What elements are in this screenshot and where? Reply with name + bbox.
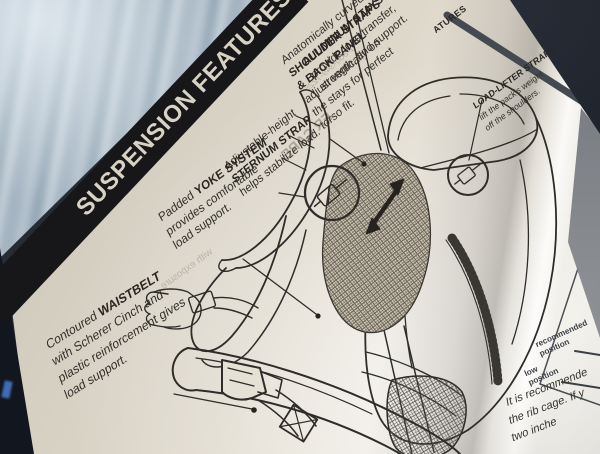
detail-circle-sternum	[303, 164, 361, 222]
detail-circle-load-lifter	[447, 154, 489, 196]
adjust-arrow	[365, 178, 405, 235]
back-panel-hatched	[321, 152, 431, 334]
right-page-header-rule	[443, 11, 600, 117]
x-box-stitch	[278, 403, 319, 443]
pack-body	[361, 117, 558, 454]
shoulder-straps	[190, 89, 331, 368]
pack-lid	[387, 76, 539, 171]
hand-drawing	[144, 288, 259, 330]
label-pointer-lines	[561, 350, 600, 389]
leader-lines	[173, 99, 483, 413]
waistbelt-drawing	[171, 347, 461, 454]
stay-leader-lines	[341, 0, 390, 154]
